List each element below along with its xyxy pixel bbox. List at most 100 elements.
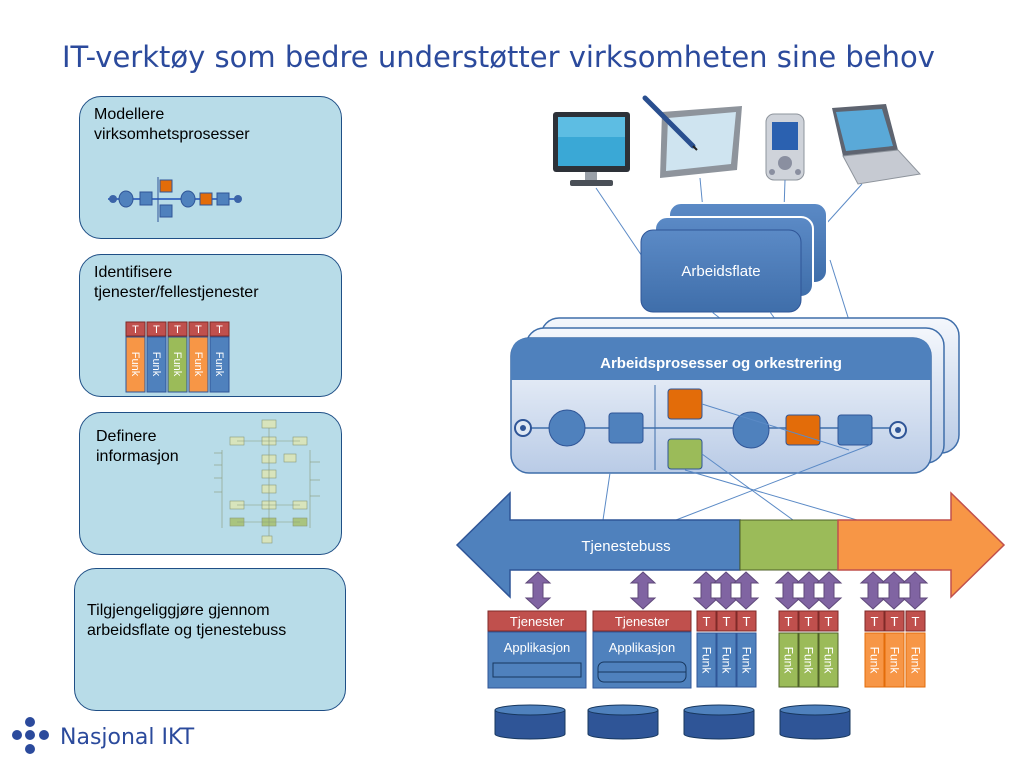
applikasjon-label: Applikasjon bbox=[504, 640, 571, 655]
bidirectional-arrow bbox=[901, 571, 929, 610]
mini-funk-box bbox=[146, 336, 167, 393]
applikasjon-label: Applikasjon bbox=[609, 640, 676, 655]
t-label: T bbox=[805, 614, 813, 629]
backend-systems: TjenesterApplikasjonTjenesterApplikasjon… bbox=[487, 571, 929, 740]
t-box bbox=[864, 610, 885, 632]
t-label: T bbox=[743, 614, 751, 629]
mini-process-diagram bbox=[108, 177, 242, 222]
t-label: T bbox=[825, 614, 833, 629]
step-box-model: Modellere virksomhetsprosesser bbox=[79, 96, 342, 239]
step-label-line: virksomhetsprosesser bbox=[94, 126, 250, 143]
database-top bbox=[779, 704, 851, 716]
service-column: T Funk bbox=[818, 610, 839, 688]
application-module bbox=[492, 662, 582, 678]
t-box bbox=[736, 610, 757, 632]
t-label: T bbox=[912, 614, 920, 629]
mini-t-box bbox=[209, 321, 230, 337]
funk-box bbox=[778, 632, 799, 688]
database-body bbox=[683, 710, 755, 740]
database-top bbox=[683, 704, 755, 716]
mini-funk-label: Funk bbox=[150, 352, 162, 377]
t-box bbox=[798, 610, 819, 632]
mini-t-box bbox=[188, 321, 209, 337]
t-box bbox=[884, 610, 905, 632]
t-label: T bbox=[703, 614, 711, 629]
desktop-monitor-icon bbox=[553, 112, 630, 186]
mini-funk-box bbox=[188, 336, 209, 393]
bidirectional-arrow bbox=[629, 571, 657, 610]
step-label-line: Modellere bbox=[94, 106, 165, 123]
mini-funk-box bbox=[209, 336, 230, 393]
mini-t-label: T bbox=[153, 324, 160, 336]
arbeidsflate-label: Arbeidsflate bbox=[681, 263, 760, 280]
arrow-shape bbox=[815, 571, 843, 610]
t-label: T bbox=[891, 614, 899, 629]
arrow-shape bbox=[732, 571, 760, 610]
funk-label: Funk bbox=[740, 647, 754, 675]
funk-label: Funk bbox=[782, 647, 796, 675]
bidirectional-arrow bbox=[524, 571, 552, 610]
step-label: Definere informasjon bbox=[96, 427, 179, 467]
arrow-shape bbox=[524, 571, 552, 610]
database-top bbox=[587, 704, 659, 716]
arrow-shape bbox=[774, 571, 802, 610]
mini-funk-box bbox=[167, 336, 188, 393]
logo-text: Nasjonal IKT bbox=[60, 725, 195, 750]
mini-funk-label: Funk bbox=[192, 352, 204, 377]
t-box bbox=[696, 610, 717, 632]
mini-t-box bbox=[167, 321, 188, 337]
funk-box bbox=[696, 632, 717, 688]
mini-t-label: T bbox=[174, 324, 181, 336]
funk-box bbox=[905, 632, 926, 688]
step-label-line: tjenester/fellestjenester bbox=[94, 284, 259, 301]
funk-label: Funk bbox=[720, 647, 734, 675]
funk-label: Funk bbox=[822, 647, 836, 675]
arrow-shape bbox=[901, 571, 929, 610]
mini-t-box bbox=[146, 321, 167, 337]
step-label-line: informasjon bbox=[96, 448, 179, 465]
bidirectional-arrow bbox=[880, 571, 908, 610]
funk-box bbox=[818, 632, 839, 688]
process-title: Arbeidsprosesser og orkestrering bbox=[600, 355, 842, 372]
step-label-line: arbeidsflate og tjenestebuss bbox=[87, 622, 287, 639]
step-label-line: Tilgjengeliggjøre gjennom bbox=[87, 602, 270, 619]
pda-phone-icon bbox=[765, 113, 805, 181]
arrow-shape bbox=[712, 571, 740, 610]
nasjonal-ikt-logo-icon bbox=[12, 717, 49, 754]
mini-t-box bbox=[125, 321, 146, 337]
mini-funk-label: Funk bbox=[213, 352, 225, 377]
service-column: T Funk bbox=[778, 610, 799, 688]
service-column: T Funk bbox=[736, 610, 757, 688]
step-box-information: Definere informasjon bbox=[79, 412, 342, 555]
database-body bbox=[587, 710, 659, 740]
tjenester-header bbox=[487, 610, 587, 632]
t-box bbox=[905, 610, 926, 632]
funk-box bbox=[716, 632, 737, 688]
funk-label: Funk bbox=[888, 647, 902, 675]
database-icon bbox=[779, 704, 851, 740]
database-top bbox=[494, 704, 566, 716]
service-column: T Funk bbox=[716, 610, 737, 688]
mini-information-model bbox=[214, 419, 320, 544]
funk-box bbox=[864, 632, 885, 688]
t-label: T bbox=[723, 614, 731, 629]
mini-funk-label: Funk bbox=[129, 352, 141, 377]
step-box-publish: Tilgjengeliggjøre gjennom arbeidsflate o… bbox=[74, 568, 346, 711]
service-column: T Funk bbox=[884, 610, 905, 688]
application-body bbox=[487, 631, 587, 689]
arrow-shape bbox=[859, 571, 887, 610]
laptop-icon bbox=[832, 104, 921, 185]
service-bus-arrow: Tjenestebuss bbox=[455, 491, 1006, 599]
arrow-shape bbox=[692, 571, 720, 610]
tjenester-header bbox=[592, 610, 692, 632]
arbeidsflate-stack: Arbeidsflate bbox=[640, 202, 828, 313]
t-label: T bbox=[785, 614, 793, 629]
step-label: Modellere virksomhetsprosesser bbox=[94, 105, 250, 145]
slide-title: IT-verktøy som bedre understøtter virkso… bbox=[62, 40, 935, 74]
